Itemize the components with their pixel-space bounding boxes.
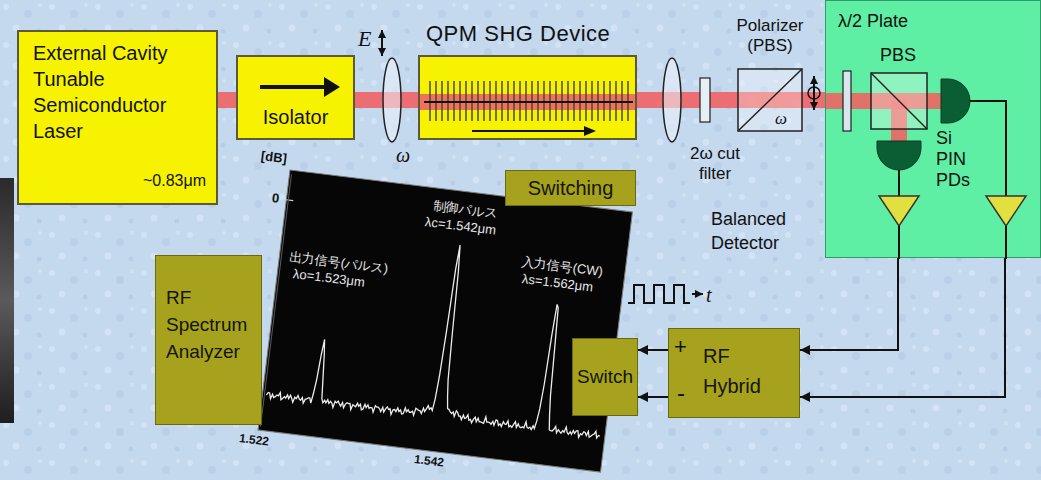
label-anchor: - [677,378,685,407]
laser-beam [420,94,635,110]
node-title: Isolator [242,105,349,129]
square-wave [628,285,690,303]
isolator-arrow [260,85,326,89]
signal-wire [638,349,668,351]
label-anchor: ω [775,109,787,129]
axis-line [261,174,292,426]
spectrum-photo [258,170,632,472]
photo-frame [258,170,632,472]
label-anchor: E [358,26,371,52]
balanced-detector-panel: Balanced Detector [825,0,1041,258]
port-sign: + [674,334,687,360]
wire [970,101,1006,196]
node-title: QPM SHG Device [426,21,641,47]
signal-wire [638,396,668,398]
axis-value: 1.542 [413,452,445,470]
node-decoration [420,57,639,142]
axis-tick [286,199,293,201]
amplifier-symbol [986,196,1026,226]
spectrum-analyzer-box: RF Spectrum Analyzer [155,255,262,425]
label-anchor: 1.542 [413,452,445,470]
photo-strip [0,178,14,423]
rf-hybrid-box: RF Hybrid [668,328,800,418]
switch-box: Switch [572,338,638,416]
axis-unit: [dB] [260,148,288,167]
switching-box: Switching [505,170,636,206]
lens [383,58,401,142]
label-anchor: 2ω cut filter [678,144,752,184]
node-title: Switch [576,365,634,389]
node-title: RF Hybrid [703,341,775,401]
label-anchor: 1.522 [238,431,270,449]
direction-arrowhead [584,126,596,136]
node-title: Polarizer (PBS) [722,16,818,56]
signal-wire [800,258,898,350]
label-anchor: + [674,334,687,360]
label-anchor: [dB] [260,148,288,167]
cube-diagonal [738,69,802,131]
isolator-arrowhead [324,77,340,97]
port-sign: - [677,378,685,407]
label-anchor: ω [396,143,410,167]
part-label: Si PIN PDs [936,128,984,191]
part-label: λ/2 Plate [838,10,908,32]
laser-beam [637,92,737,108]
spectrum-trace [266,224,621,440]
field-label: E [358,26,371,52]
node-title: External Cavity Tunable Semiconductor La… [33,40,211,144]
node-decoration [826,1,1041,259]
node-decoration [737,68,803,132]
node-decoration [238,57,357,142]
polarization-symbol [808,87,820,99]
axis-value: 1.522 [238,431,270,449]
label-anchor: λ/2 Plate [838,10,908,32]
photodiode [941,79,970,123]
wire [898,170,900,196]
cube-outline [738,69,802,131]
node-title: RF Spectrum Analyzer [166,284,258,365]
direction-arrow [472,130,586,132]
cut-filter [700,78,710,122]
half-wave-plate [843,71,851,131]
polarizer-cube: Polarizer (PBS) [737,68,803,132]
label-anchor: PBS [880,44,916,66]
label-anchor: t [706,283,712,307]
frequency-label: ω [775,109,787,129]
pbs-cube [871,73,927,129]
part-label: PBS [880,44,916,66]
laser-box: External Cavity Tunable Semiconductor La… [17,30,218,205]
wire [898,226,900,259]
label-anchor: 0 [271,190,280,207]
pbs-diagonal [871,73,927,129]
photodiode [877,141,921,170]
lens [663,58,681,142]
filter-label: 2ω cut filter [678,144,752,184]
frequency-label: ω [396,143,410,167]
isolator-box: Isolator [236,55,355,140]
wire [1005,226,1007,259]
axis-value: 0 [271,190,280,207]
laser-beam [218,92,236,108]
amplifier-symbol [879,196,919,226]
polarization-arrow [381,30,383,56]
node-title: Balanced Detector [711,207,815,255]
signal-wire [800,258,1005,397]
waveguide [424,101,633,103]
label-anchor: Si PIN PDs [936,128,984,191]
time-arrow [692,293,703,295]
time-label: t [706,283,712,307]
polarization-arrow [813,76,815,110]
node-title: Switching [510,176,631,200]
qpm-shg-device: QPM SHG Device [418,55,637,140]
node-subtitle: ~0.83μm [143,171,206,191]
